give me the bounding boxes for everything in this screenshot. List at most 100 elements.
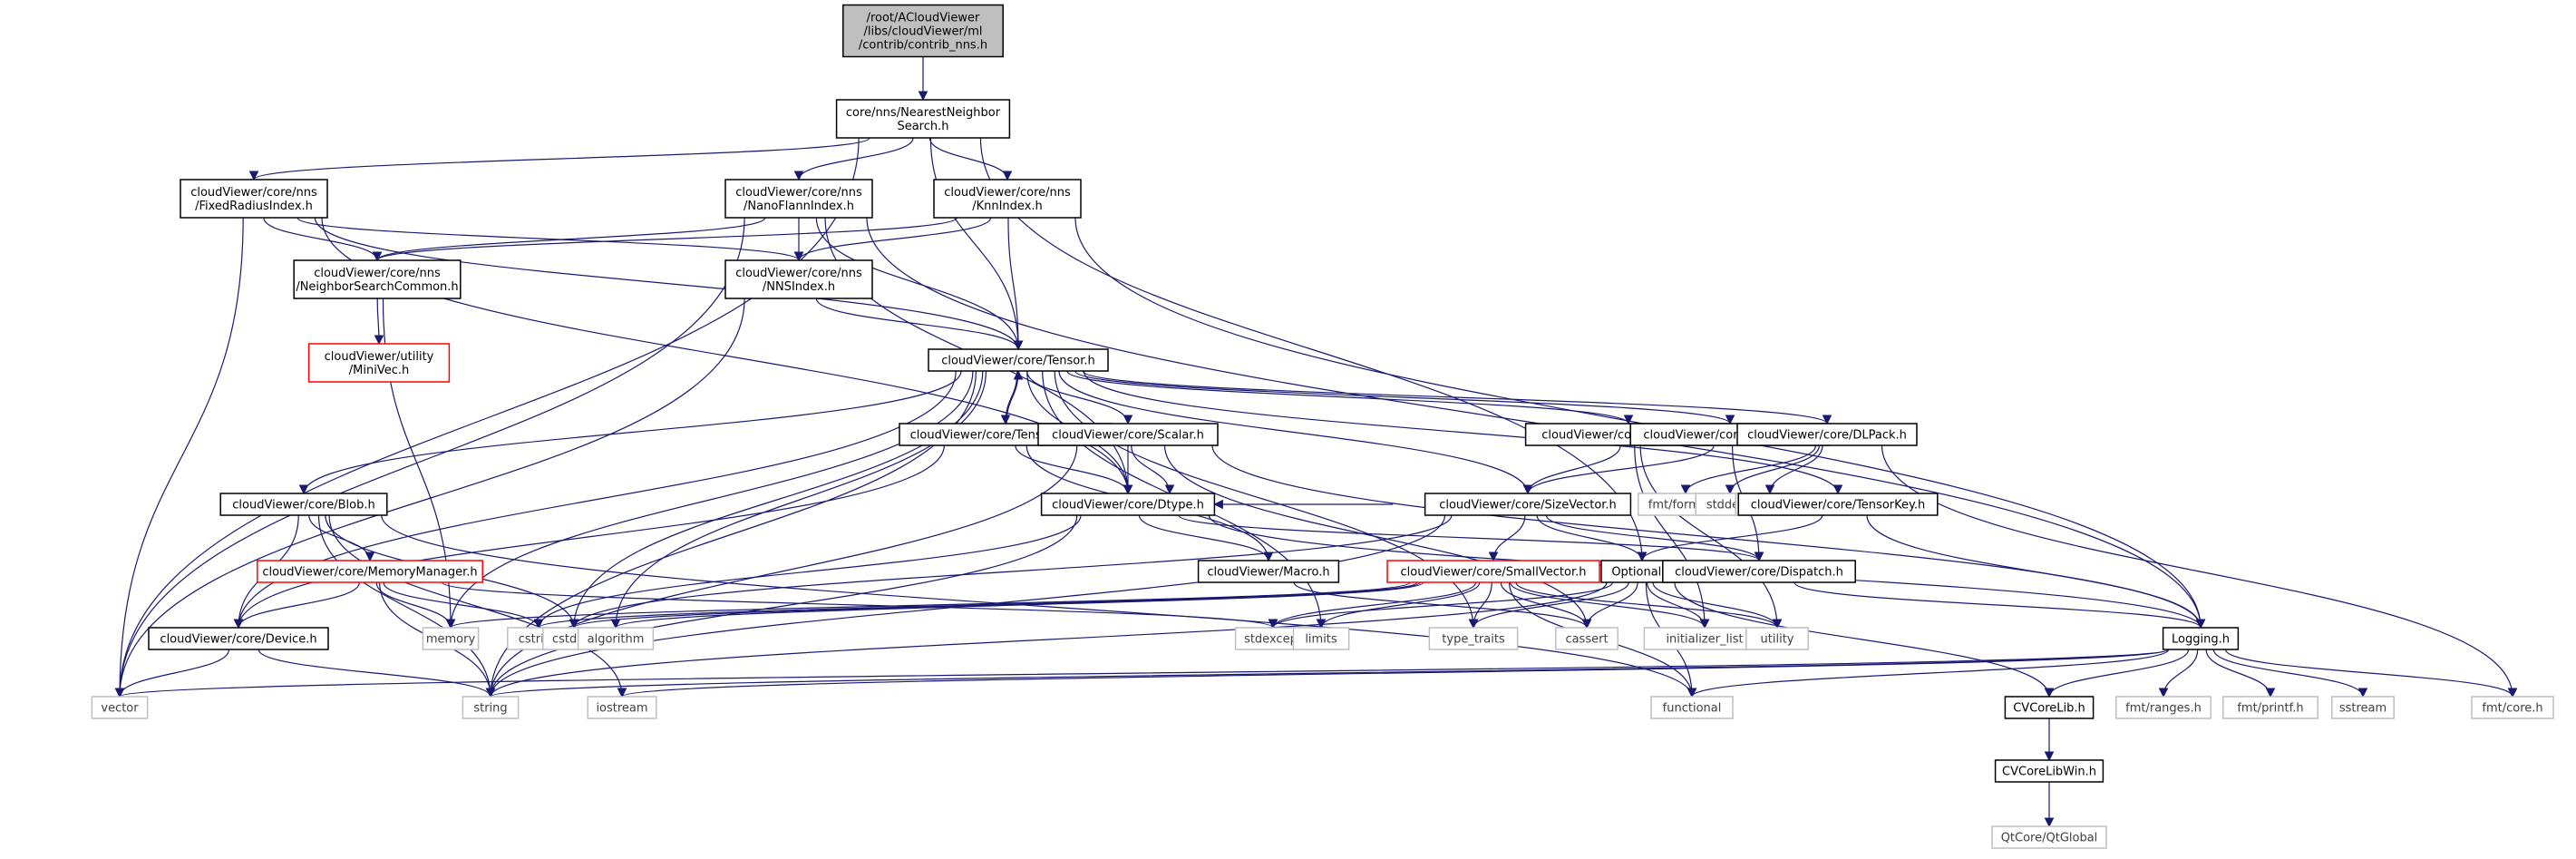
edge-knn-to-logging: [1074, 217, 2202, 629]
node-box[interactable]: [1736, 423, 1918, 446]
node-label: cloudViewer/core/nns: [944, 186, 1071, 200]
node-label: CVCoreLib.h: [2013, 702, 2085, 716]
node-root[interactable]: /root/ACloudViewer/libs/cloudViewer/ml/c…: [842, 4, 1004, 58]
node-device[interactable]: cloudViewer/core/Device.h: [148, 627, 329, 650]
arrowhead-icon: [372, 251, 383, 262]
node-box[interactable]: [724, 179, 873, 219]
node-smallvector[interactable]: cloudViewer/core/SmallVector.h: [1386, 560, 1600, 583]
node-label: fmt/printf.h: [2237, 702, 2303, 716]
node-box[interactable]: [1662, 560, 1856, 583]
node-box[interactable]: [1386, 560, 1600, 583]
arrowhead-icon: [1522, 484, 1533, 495]
arrowhead-icon: [1316, 619, 1327, 630]
arrowhead-icon: [1268, 619, 1278, 630]
node-box[interactable]: [1040, 493, 1216, 516]
node-box[interactable]: [2162, 627, 2240, 650]
edge-tensorkey-to-logging: [1866, 514, 2202, 629]
node-vector: vector: [91, 696, 149, 719]
node-label: cloudViewer/core/Blob.h: [232, 499, 374, 512]
node-box[interactable]: [1994, 759, 2105, 783]
node-box[interactable]: [1037, 423, 1219, 446]
edge-logging-to-fmtprintf: [2205, 649, 2271, 698]
node-cvcorelibwin[interactable]: CVCoreLibWin.h: [1994, 759, 2105, 783]
edge-nns_search-to-knn: [928, 137, 1008, 181]
node-label: functional: [1663, 702, 1722, 716]
node-box[interactable]: [148, 627, 329, 650]
edge-tensorinit-to-initlist: [1634, 444, 1706, 629]
node-box[interactable]: [724, 259, 873, 299]
node-box[interactable]: [842, 4, 1004, 58]
arrowhead-icon: [793, 171, 804, 181]
node-label: string: [473, 702, 507, 716]
node-memmgr[interactable]: cloudViewer/core/MemoryManager.h: [257, 560, 483, 583]
node-cassert: cassert: [1555, 627, 1619, 650]
node-label: cloudViewer/core/Scalar.h: [1052, 429, 1204, 443]
edge-optional-to-stdexcept: [1272, 581, 1614, 629]
node-label: cloudViewer/core/Dtype.h: [1052, 499, 1204, 512]
node-nnsindex[interactable]: cloudViewer/core/nns/NNSIndex.h: [724, 259, 873, 299]
node-scalar[interactable]: cloudViewer/core/Scalar.h: [1037, 423, 1219, 446]
node-nsc[interactable]: cloudViewer/core/nns/NeighborSearchCommo…: [293, 259, 462, 299]
node-box: [2115, 696, 2211, 719]
node-box[interactable]: [2004, 696, 2095, 719]
node-fmtprintf: fmt/printf.h: [2222, 696, 2318, 719]
node-label: cloudViewer/core/Dispatch.h: [1675, 566, 1843, 580]
edge-nns_search-to-vector: [119, 137, 860, 698]
node-fixed_radius[interactable]: cloudViewer/core/nns/FixedRadiusIndex.h: [180, 179, 328, 219]
node-label: stdexcept: [1244, 633, 1302, 647]
node-blob[interactable]: cloudViewer/core/Blob.h: [219, 493, 388, 516]
node-minivec[interactable]: cloudViewer/utility/MiniVec.h: [307, 343, 451, 383]
node-box[interactable]: [1197, 560, 1340, 583]
node-tensorkey[interactable]: cloudViewer/core/TensorKey.h: [1737, 493, 1939, 516]
nodes-layer: /root/ACloudViewer/libs/cloudViewer/ml/c…: [91, 4, 2554, 849]
node-box[interactable]: [257, 560, 483, 583]
node-iostream: iostream: [587, 696, 657, 719]
node-macro[interactable]: cloudViewer/Macro.h: [1197, 560, 1340, 583]
node-memory: memory: [422, 627, 480, 650]
node-box[interactable]: [180, 179, 328, 219]
node-box[interactable]: [219, 493, 388, 516]
edge-tensor-to-shapeutil: [1074, 370, 1731, 425]
node-label: algorithm: [588, 633, 645, 647]
arrowhead-icon: [1725, 484, 1735, 495]
node-cvcorelib[interactable]: CVCoreLib.h: [2004, 696, 2095, 719]
edge-blob-to-iostream: [328, 514, 623, 698]
node-label: memory: [426, 633, 476, 647]
arrowhead-icon: [485, 688, 496, 698]
node-box[interactable]: [928, 348, 1109, 372]
node-knn[interactable]: cloudViewer/core/nns/KnnIndex.h: [933, 179, 1082, 219]
node-label: cloudViewer/core/DLPack.h: [1747, 429, 1907, 443]
node-nanoflann[interactable]: cloudViewer/core/nns/NanoFlannIndex.h: [724, 179, 873, 219]
node-dlpack[interactable]: cloudViewer/core/DLPack.h: [1736, 423, 1918, 446]
node-box[interactable]: [293, 259, 462, 299]
arrowhead-icon: [2265, 688, 2276, 698]
edge-nanoflann-to-tensor: [815, 217, 1019, 350]
edge-nns_search-to-optional: [979, 137, 1643, 561]
edge-smallvector-to-cassert: [1500, 581, 1588, 629]
node-dispatch[interactable]: cloudViewer/core/Dispatch.h: [1662, 560, 1856, 583]
node-sstream: sstream: [2331, 696, 2395, 719]
node-box: [1991, 825, 2107, 849]
node-label: /NNSIndex.h: [763, 280, 835, 294]
arrowhead-icon: [569, 619, 579, 630]
arrowhead-icon: [1687, 688, 1697, 698]
edge-knn-to-tensor: [1007, 217, 1019, 350]
node-sizevector[interactable]: cloudViewer/core/SizeVector.h: [1424, 493, 1632, 516]
arrowhead-icon: [233, 619, 244, 630]
node-box[interactable]: [307, 343, 451, 383]
node-logging[interactable]: Logging.h: [2162, 627, 2240, 650]
node-box[interactable]: [835, 99, 1011, 139]
arrowhead-icon: [1488, 552, 1499, 562]
edge-nnsindex-to-tensor: [815, 298, 1019, 350]
node-fmtranges: fmt/ranges.h: [2115, 696, 2211, 719]
node-dtype[interactable]: cloudViewer/core/Dtype.h: [1040, 493, 1216, 516]
node-label: cloudViewer/core/TensorKey.h: [1751, 499, 1925, 512]
node-box[interactable]: [933, 179, 1082, 219]
node-box[interactable]: [1737, 493, 1939, 516]
node-box: [462, 696, 520, 719]
node-tensor[interactable]: cloudViewer/core/Tensor.h: [928, 348, 1109, 372]
edge-scalar-to-cassert: [1163, 444, 1588, 629]
node-box[interactable]: [1424, 493, 1632, 516]
edge-smallvector-to-stdexcept: [1272, 581, 1477, 629]
